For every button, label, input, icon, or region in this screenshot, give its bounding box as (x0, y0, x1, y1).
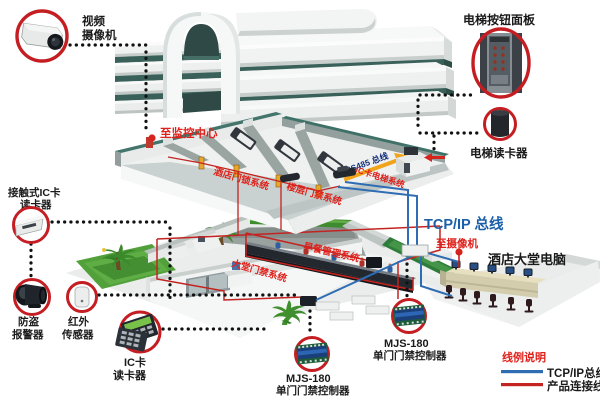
svg-text:电梯按钮面板: 电梯按钮面板 (463, 12, 536, 27)
svg-text:防盗: 防盗 (18, 315, 39, 328)
svg-text:单门门禁控制器: 单门门禁控制器 (276, 384, 350, 397)
svg-text:线例说明: 线例说明 (502, 350, 546, 364)
svg-text:传感器: 传感器 (61, 328, 94, 341)
svg-text:MJS-180: MJS-180 (384, 338, 429, 350)
svg-text:IC卡: IC卡 (124, 355, 146, 369)
svg-text:MJS-180: MJS-180 (286, 373, 331, 385)
svg-text:接触式IC卡: 接触式IC卡 (8, 186, 61, 199)
svg-text:摄像机: 摄像机 (82, 28, 117, 42)
svg-text:读卡器: 读卡器 (113, 368, 147, 382)
svg-text:电梯读卡器: 电梯读卡器 (470, 146, 528, 160)
svg-text:视频: 视频 (82, 14, 105, 28)
svg-text:至摄像机: 至摄像机 (436, 237, 478, 250)
svg-text:至监控中心: 至监控中心 (160, 126, 218, 140)
svg-text:红外: 红外 (68, 315, 89, 328)
svg-text:酒店大堂电脑: 酒店大堂电脑 (488, 252, 566, 267)
svg-text:TCP/IP 总线: TCP/IP 总线 (424, 215, 504, 233)
svg-text:报警器: 报警器 (12, 328, 44, 341)
svg-text:单门门禁控制器: 单门门禁控制器 (373, 349, 447, 362)
svg-text:产品连接线: 产品连接线 (547, 379, 600, 393)
